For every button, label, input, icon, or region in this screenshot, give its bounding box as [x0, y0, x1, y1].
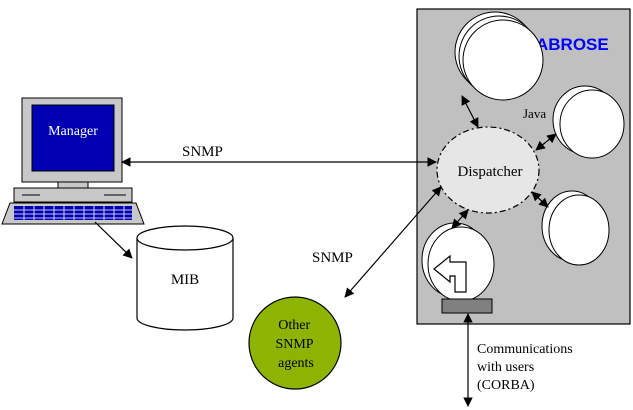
- snmp-left-label: SNMP: [312, 250, 353, 266]
- abrose-label: ABROSE: [536, 35, 609, 54]
- mib-database-icon: MIB: [136, 225, 234, 331]
- mib-label: MIB: [171, 272, 199, 288]
- other-agents-text: Other SNMP agents: [275, 318, 316, 371]
- arrow-manager-mib: [94, 221, 133, 259]
- corba-connector: [441, 298, 493, 314]
- agent-stack-right-upper: [552, 85, 625, 159]
- snmp-top-label: SNMP: [182, 144, 223, 160]
- other-agents-line-1: Other: [278, 318, 310, 333]
- other-agents-line-2: SNMP: [275, 337, 313, 352]
- manager-label: Manager: [48, 124, 98, 139]
- arrow-dispatcher-right-lower: [531, 191, 549, 208]
- agent-stack-top: [454, 11, 544, 101]
- arrow-dispatcher-interface: [451, 209, 469, 229]
- communications-text: Communications with users (CORBA): [477, 342, 576, 393]
- agent-stack-right-lower: [541, 190, 610, 266]
- arrow-agents-dispatcher: [344, 186, 442, 298]
- dispatcher-label: Dispatcher: [458, 164, 523, 180]
- communications-line-2: with users: [477, 360, 534, 375]
- communications-line-1: Communications: [477, 342, 573, 357]
- return-arrow-icon: [433, 254, 467, 293]
- dispatcher-node: [436, 126, 540, 214]
- other-snmp-agents-node: [248, 296, 342, 390]
- arrow-dispatcher-right-upper: [535, 133, 557, 151]
- arrow-dispatcher-top: [461, 95, 479, 128]
- manager-computer-icon: Manager: [1, 97, 145, 225]
- communications-line-3: (CORBA): [477, 378, 535, 393]
- java-label: Java: [523, 106, 546, 121]
- other-agents-line-3: agents: [278, 356, 314, 371]
